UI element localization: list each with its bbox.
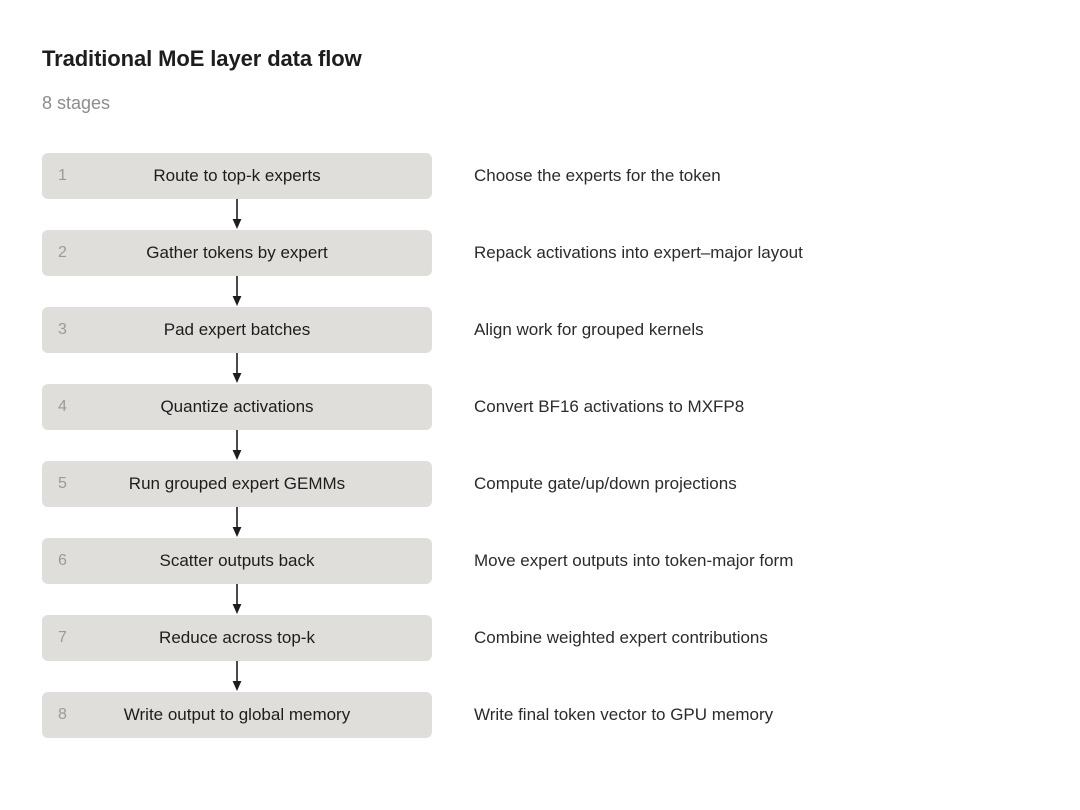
- stage-description: Align work for grouped kernels: [474, 320, 704, 339]
- stage-label: Route to top-k experts: [153, 166, 321, 185]
- flow-stage-row: 7 Reduce across top-k Combine weighted exp…: [0, 615, 1080, 692]
- flow-arrow-icon: [231, 584, 243, 615]
- page-title: Traditional MoE layer data flow: [42, 46, 362, 71]
- stage-number: 7: [58, 629, 67, 646]
- flow-arrow-icon: [231, 507, 243, 538]
- stage-label: Pad expert batches: [163, 320, 311, 339]
- flow-diagram: 1 Route to top-k experts Choose the expert…: [0, 153, 1080, 769]
- flow-arrow-icon: [231, 353, 243, 384]
- stage-box[interactable]: 6 Scatter outputs back: [42, 538, 432, 584]
- stage-number: 4: [58, 398, 67, 415]
- stage-label: Run grouped expert GEMMs: [128, 474, 346, 493]
- stage-number: 5: [58, 475, 67, 492]
- flow-arrow-icon: [231, 661, 243, 692]
- stage-number: 6: [58, 552, 67, 569]
- stage-label: Quantize activations: [160, 397, 314, 416]
- stage-box[interactable]: 1 Route to top-k experts: [42, 153, 432, 199]
- flow-stage-row: 5 Run grouped expert GEMMs Compute gate/up…: [0, 461, 1080, 538]
- stage-box[interactable]: 8 Write output to global memory: [42, 692, 432, 738]
- flow-stage-row: 4 Quantize activations Convert BF16 activa…: [0, 384, 1080, 461]
- stage-box[interactable]: 4 Quantize activations: [42, 384, 432, 430]
- stage-description: Convert BF16 activations to MXFP8: [474, 397, 745, 416]
- stage-box[interactable]: 7 Reduce across top-k: [42, 615, 432, 661]
- stage-description: Write final token vector to GPU memory: [474, 705, 774, 724]
- stage-description: Choose the experts for the token: [474, 166, 721, 185]
- stage-description: Combine weighted expert contributions: [474, 628, 768, 647]
- flow-stage-row: 8 Write output to global memory Write fina…: [0, 692, 1080, 769]
- stage-number: 1: [58, 167, 67, 184]
- flow-arrow-icon: [231, 276, 243, 307]
- flow-arrow-icon: [231, 430, 243, 461]
- header: Traditional MoE layer data flow 8 stages: [42, 44, 942, 115]
- flow-arrow-icon: [231, 199, 243, 230]
- stage-count-subtitle: 8 stages: [42, 93, 111, 113]
- stage-number: 2: [58, 244, 67, 261]
- stage-label: Write output to global memory: [123, 705, 351, 724]
- stage-description: Compute gate/up/down projections: [474, 474, 737, 493]
- stage-label: Reduce across top-k: [159, 628, 315, 647]
- stage-label: Scatter outputs back: [159, 551, 315, 570]
- stage-box[interactable]: 5 Run grouped expert GEMMs: [42, 461, 432, 507]
- stage-label: Gather tokens by expert: [146, 243, 328, 262]
- stage-box[interactable]: 3 Pad expert batches: [42, 307, 432, 353]
- flow-stage-row: 6 Scatter outputs back Move expert outputs…: [0, 538, 1080, 615]
- stage-number: 8: [58, 706, 67, 723]
- stage-description: Move expert outputs into token-major for…: [474, 551, 794, 570]
- stage-box[interactable]: 2 Gather tokens by expert: [42, 230, 432, 276]
- stage-number: 3: [58, 321, 67, 338]
- flow-stage-row: 3 Pad expert batches Align work for groupe…: [0, 307, 1080, 384]
- flow-stage-row: 1 Route to top-k experts Choose the expert…: [0, 153, 1080, 230]
- flow-stage-row: 2 Gather tokens by expert Repack activatio…: [0, 230, 1080, 307]
- stage-description: Repack activations into expert–major lay…: [474, 243, 803, 262]
